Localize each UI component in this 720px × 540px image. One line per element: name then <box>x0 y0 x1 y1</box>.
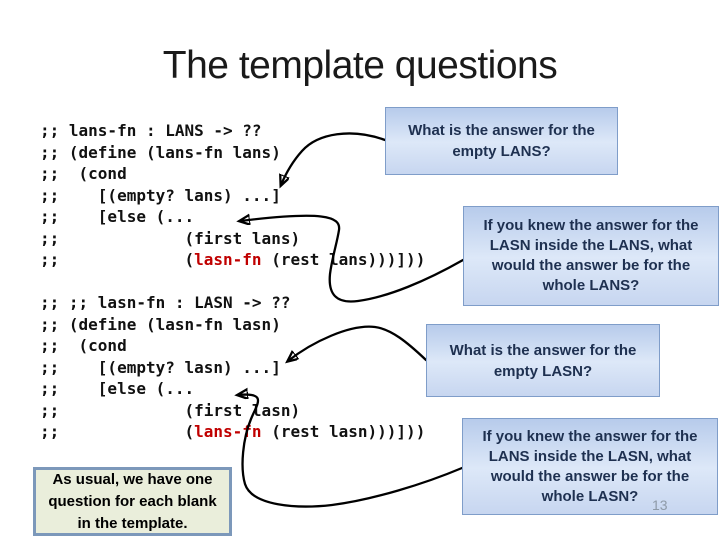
code-line: ;; (first lans) <box>40 228 301 248</box>
code-line: ;; [else (... <box>40 379 195 398</box>
code-line: ;; (cond <box>40 164 127 183</box>
note-box: As usual, we have one question for each … <box>33 467 232 536</box>
code-line: ;; [(empty? lans) ...] <box>40 185 281 205</box>
code-line: ;; lans-fn : LANS -> ?? <box>40 121 262 140</box>
code-line: ;; [(empty? lasn) ...] <box>40 357 281 377</box>
page-number: 13 <box>652 497 668 513</box>
code-line: ;; (define (lasn-fn lasn) <box>40 314 281 334</box>
code-block-lasn: ;; ;; lasn-fn : LASN -> ?? ;; (define (l… <box>40 292 425 443</box>
callout-knew-lans-in-lasn: If you knew the answer for the LANS insi… <box>462 418 718 515</box>
code-text: (rest lans)))])) <box>261 250 426 269</box>
callout-knew-lasn-in-lans: If you knew the answer for the LASN insi… <box>463 206 719 306</box>
slide-title: The template questions <box>162 44 558 87</box>
code-text: (rest lasn)))])) <box>261 422 426 441</box>
code-line: ;; [else (... <box>40 207 195 226</box>
recursive-call-highlight: lans-fn <box>194 422 262 441</box>
code-line: ;; (first lasn) <box>40 400 301 420</box>
code-line: ;; (lasn-fn (rest lans)))])) <box>40 249 425 271</box>
callout-empty-lans: What is the answer for the empty LANS? <box>385 107 618 175</box>
code-line: ;; (cond <box>40 336 127 355</box>
code-block-lans: ;; lans-fn : LANS -> ?? ;; (define (lans… <box>40 120 425 271</box>
code-line: ;; (lans-fn (rest lasn)))])) <box>40 421 425 443</box>
code-line: ;; ;; lasn-fn : LASN -> ?? <box>40 293 291 312</box>
code-text: ;; ( <box>40 250 195 269</box>
code-line: ;; (define (lans-fn lans) <box>40 142 281 162</box>
callout-empty-lasn: What is the answer for the empty LASN? <box>426 324 660 397</box>
recursive-call-highlight: lasn-fn <box>194 250 262 269</box>
code-text: ;; ( <box>40 422 195 441</box>
